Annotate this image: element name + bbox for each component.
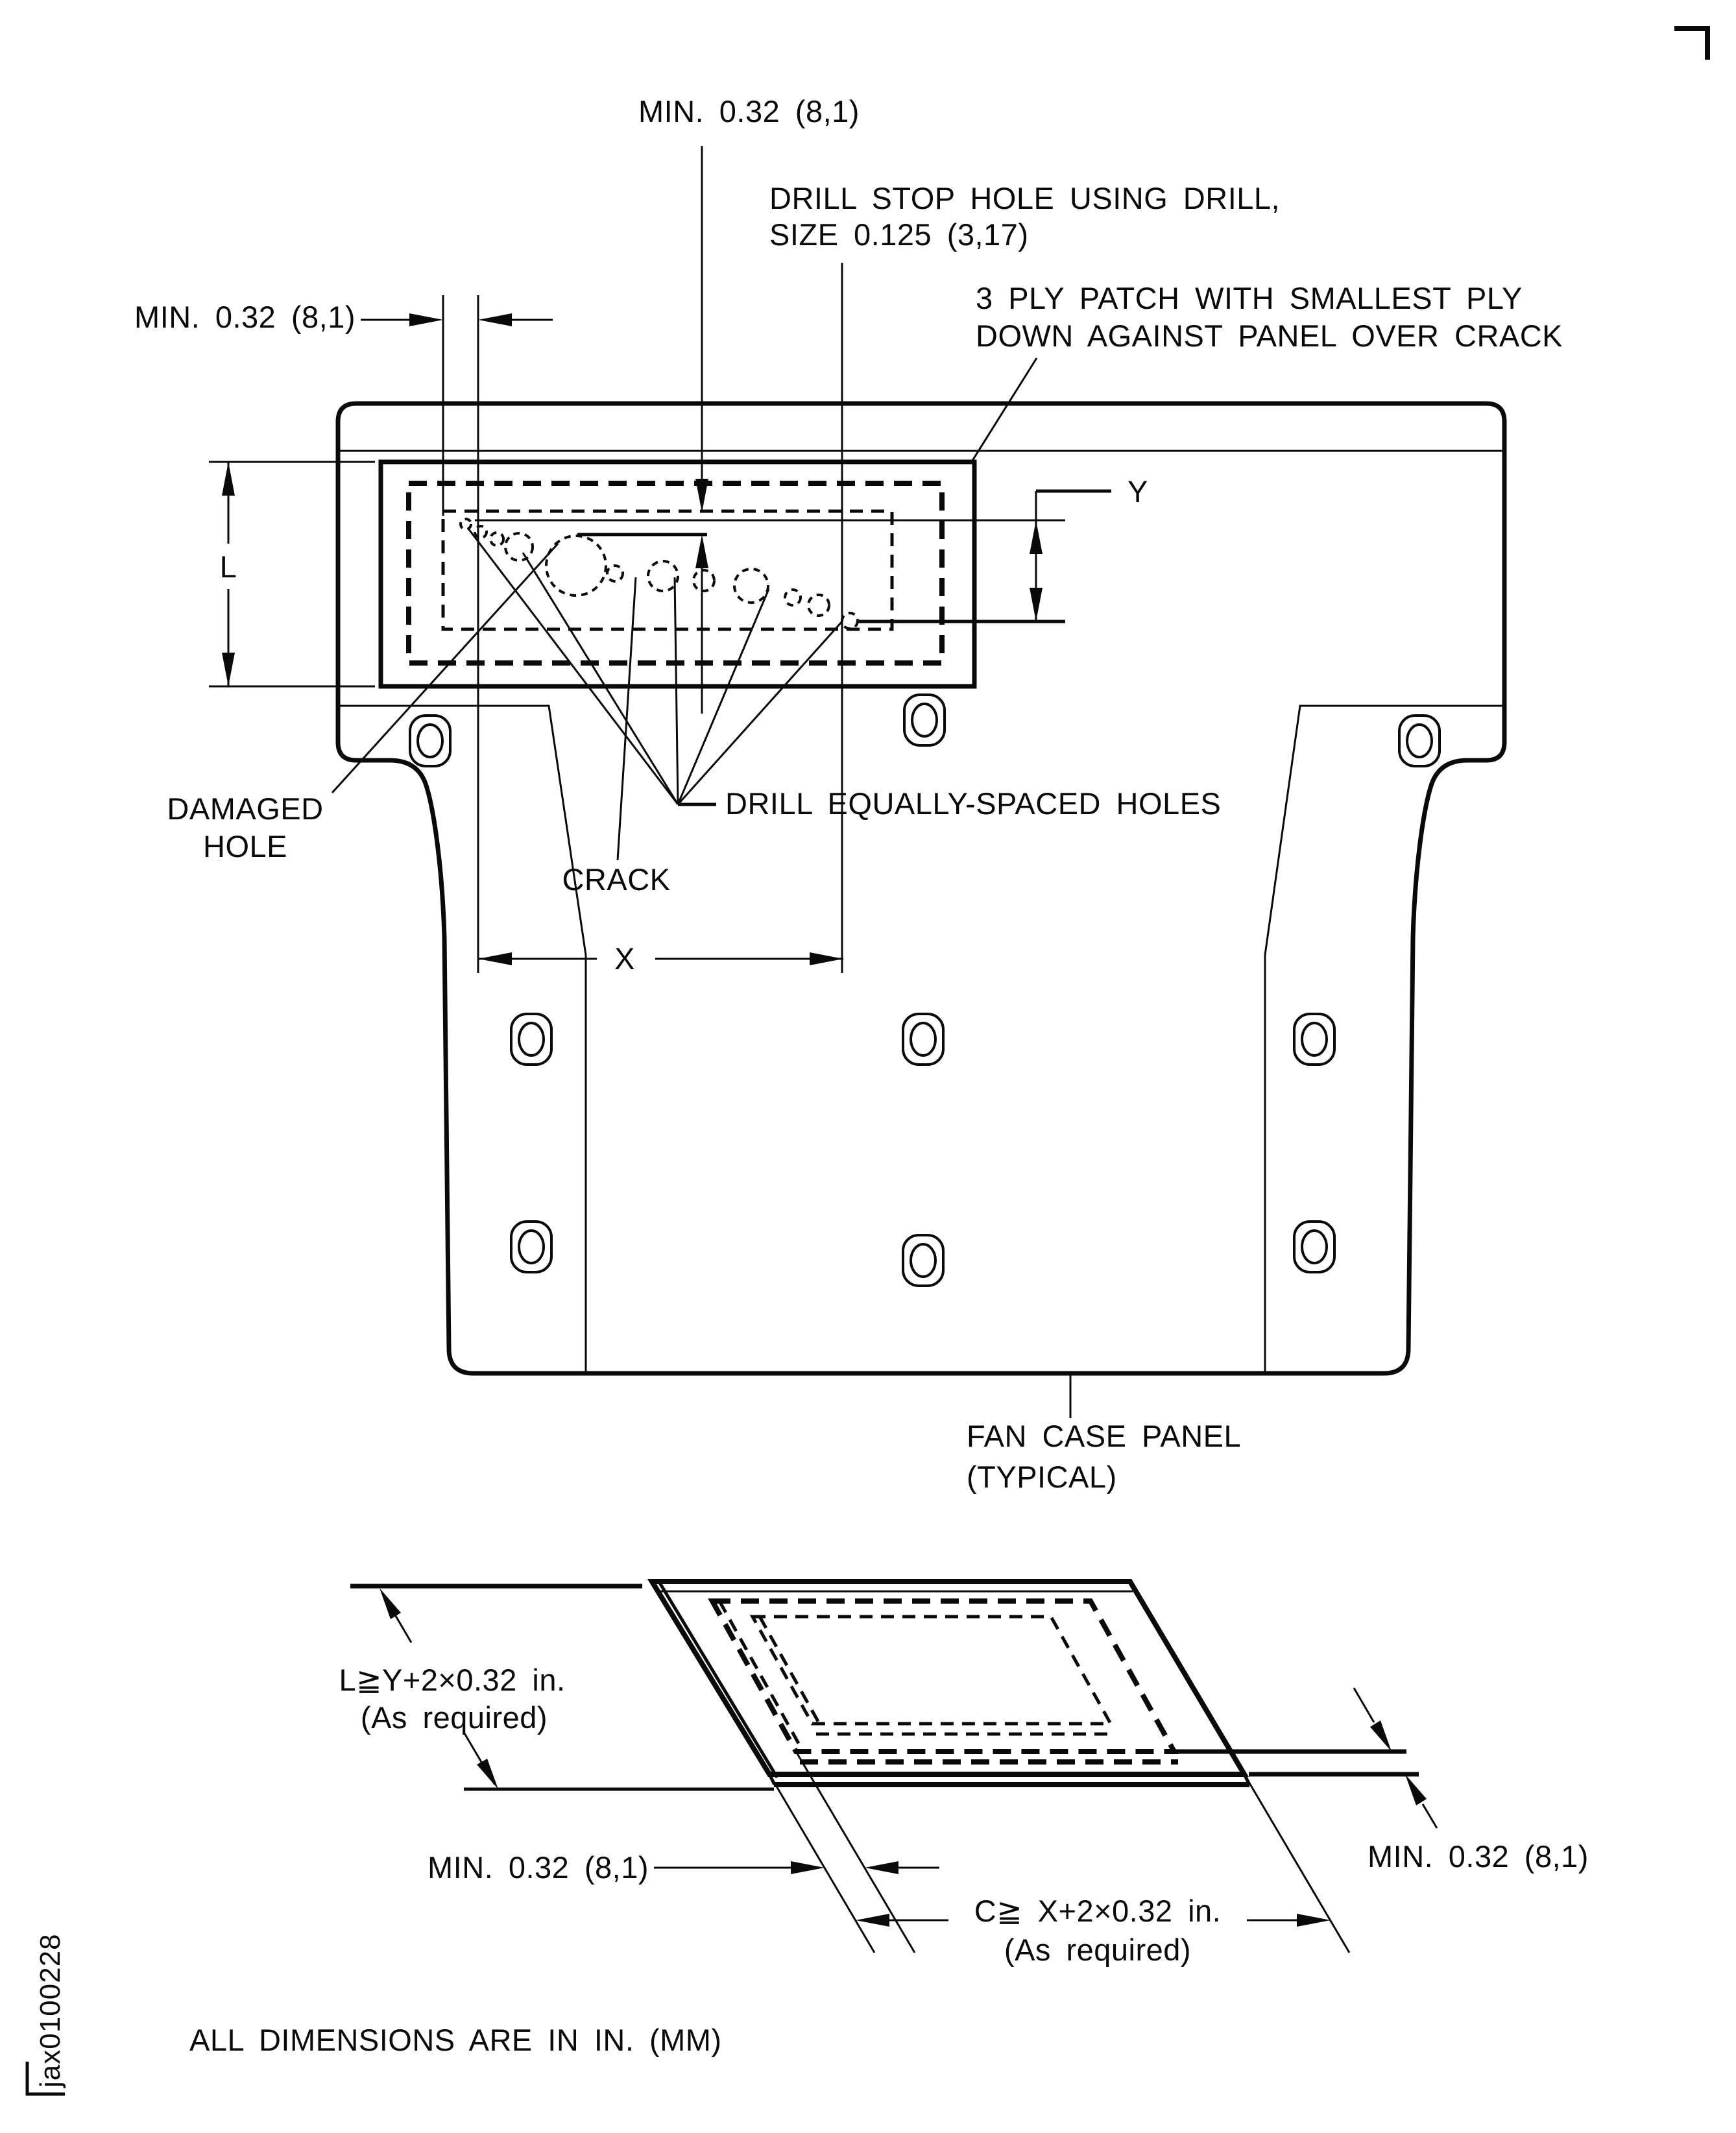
drill-stop-label-1: DRILL STOP HOLE USING DRILL, <box>769 181 1280 215</box>
ext-ply-left-edge <box>795 1751 916 1953</box>
ply-patch-label-2: DOWN AGAINST PANEL OVER CRACK <box>976 319 1563 353</box>
panel-outline <box>335 401 1507 1376</box>
dim-left-min-label: MIN. 0.32 (8,1) <box>134 300 356 334</box>
callout-drill-stop: DRILL STOP HOLE USING DRILL, SIZE 0.125 … <box>769 181 1280 973</box>
dim-patch-min-left: MIN. 0.32 (8,1) <box>428 1850 939 1885</box>
arrow-right-icon <box>791 1861 825 1874</box>
damaged-hole-circle <box>545 535 607 597</box>
fastener-hole <box>510 1220 553 1273</box>
arrow-up-icon <box>380 1588 401 1619</box>
crack-dash <box>489 531 505 547</box>
arrow-down-icon <box>1030 588 1043 621</box>
arrow-down-icon <box>1370 1720 1392 1752</box>
fastener-hole <box>1293 1220 1336 1273</box>
drill-stop-hole <box>504 532 534 562</box>
damaged-hole-leader <box>331 542 559 794</box>
arrow-right-icon <box>1297 1914 1331 1927</box>
dim-top-min-label: MIN. 0.32 (8,1) <box>638 94 860 128</box>
arrow-right-icon <box>810 952 843 965</box>
crack-dash <box>606 564 624 583</box>
dim-y-label: Y <box>1127 474 1148 509</box>
patch-boundary <box>378 459 977 689</box>
drill-stop-hole-end <box>841 612 859 630</box>
patch-min-right-label: MIN. 0.32 (8,1) <box>1368 1839 1589 1874</box>
arrow-up-icon <box>695 535 708 568</box>
fastener-hole <box>902 1234 945 1287</box>
dim-patch-c: C≧ X+2×0.32 in. (As required) <box>856 1894 1331 1967</box>
dim-l: L <box>209 461 375 688</box>
arrow-right-icon <box>409 313 443 326</box>
crack-label: CRACK <box>562 862 670 897</box>
callout-fan-case-panel: FAN CASE PANEL (TYPICAL) <box>967 1375 1241 1494</box>
arrow-down-icon <box>695 479 708 512</box>
dimension-note: ALL DIMENSIONS ARE IN IN. (MM) <box>189 2023 722 2057</box>
patch-c-as-required: (As required) <box>1004 1933 1191 1967</box>
patch-ply-middle-iso <box>708 1598 1179 1765</box>
callout-drill-equally: DRILL EQUALLY-SPACED HOLES <box>467 528 1221 821</box>
patch-ply-small <box>441 509 894 631</box>
dim-top-min: MIN. 0.32 (8,1) <box>577 94 860 714</box>
corner-mark-top-right <box>1674 26 1710 60</box>
callout-damaged-hole: DAMAGED HOLE <box>167 542 559 863</box>
fan-case-label-2: (TYPICAL) <box>967 1460 1117 1494</box>
dim-x-label: X <box>614 941 635 976</box>
arrow-up-icon <box>222 462 235 496</box>
panel-inner-contour-left <box>338 705 587 1371</box>
footer: ALL DIMENSIONS ARE IN IN. (MM) jax010022… <box>25 26 1710 2096</box>
dim-patch-min-right: MIN. 0.32 (8,1) <box>1174 1687 1589 1874</box>
arrow-up-icon <box>1405 1774 1427 1805</box>
corner-mark-bottom-left <box>25 2062 65 2096</box>
callout-ply-patch: 3 PLY PATCH WITH SMALLEST PLY DOWN AGAIN… <box>970 281 1563 463</box>
damaged-hole-label-2: HOLE <box>203 829 287 863</box>
patch-slab-outline <box>647 1579 1249 1777</box>
panel-inner-contour-right <box>1264 705 1504 1371</box>
fastener-hole <box>1293 1013 1336 1066</box>
drill-stop-hole <box>647 560 679 592</box>
arrow-up-icon <box>1030 520 1043 554</box>
dim-y: Y <box>475 474 1148 623</box>
patch-l-as-required: (As required) <box>361 1700 548 1735</box>
crack-dash <box>459 518 472 531</box>
arrow-left-icon <box>478 313 512 326</box>
fastener-hole <box>510 1013 553 1066</box>
drill-stop-label-2: SIZE 0.125 (3,17) <box>769 217 1028 252</box>
patch-min-left-label: MIN. 0.32 (8,1) <box>428 1850 649 1885</box>
fastener-hole <box>1398 714 1441 767</box>
ext-slab-left-edge <box>768 1774 876 1953</box>
callout-crack: CRACK <box>562 577 670 897</box>
ply-patch-label-1: 3 PLY PATCH WITH SMALLEST PLY <box>976 281 1523 315</box>
arrow-left-icon <box>478 952 512 965</box>
fastener-holes <box>409 693 1441 1287</box>
figure-code: jax0100228 <box>34 1933 66 2089</box>
crack-leader <box>616 577 637 861</box>
arrow-down-icon <box>222 653 235 686</box>
dim-left-min: MIN. 0.32 (8,1) <box>134 295 553 973</box>
fan-case-label-1: FAN CASE PANEL <box>967 1419 1241 1453</box>
drill-stop-hole <box>807 594 830 617</box>
ext-slab-right-edge <box>1243 1774 1351 1953</box>
fastener-hole <box>902 1013 945 1066</box>
drill-stop-hole <box>692 569 716 592</box>
damaged-hole-label-1: DAMAGED <box>167 791 323 826</box>
arrow-down-icon <box>477 1759 498 1789</box>
patch-slab-thickness-left <box>658 1582 779 1779</box>
patch-c-formula: C≧ X+2×0.32 in. <box>974 1894 1221 1928</box>
dim-l-label: L <box>220 549 237 584</box>
ply-patch-leader <box>970 357 1038 463</box>
fastener-hole <box>903 693 946 747</box>
crack-dash <box>784 588 802 607</box>
arrow-left-icon <box>856 1914 889 1927</box>
dim-x: X <box>478 941 843 976</box>
dim-patch-l: L≧Y+2×0.32 in. (As required) <box>339 1584 774 1791</box>
arrow-left-icon <box>865 1861 898 1874</box>
fan-case-panel-view: MIN. 0.32 (8,1) DRILL STOP HOLE USING DR… <box>134 94 1563 1494</box>
fastener-hole <box>409 714 452 767</box>
patch-l-formula: L≧Y+2×0.32 in. <box>339 1663 565 1697</box>
drill-stop-hole <box>733 568 769 604</box>
patch-detail-view: L≧Y+2×0.32 in. (As required) MIN. 0.32 (… <box>339 1579 1589 1967</box>
patch-ply-smallest-iso <box>749 1615 1115 1736</box>
crack-dash <box>474 525 488 539</box>
drill-equally-label: DRILL EQUALLY-SPACED HOLES <box>725 786 1221 821</box>
